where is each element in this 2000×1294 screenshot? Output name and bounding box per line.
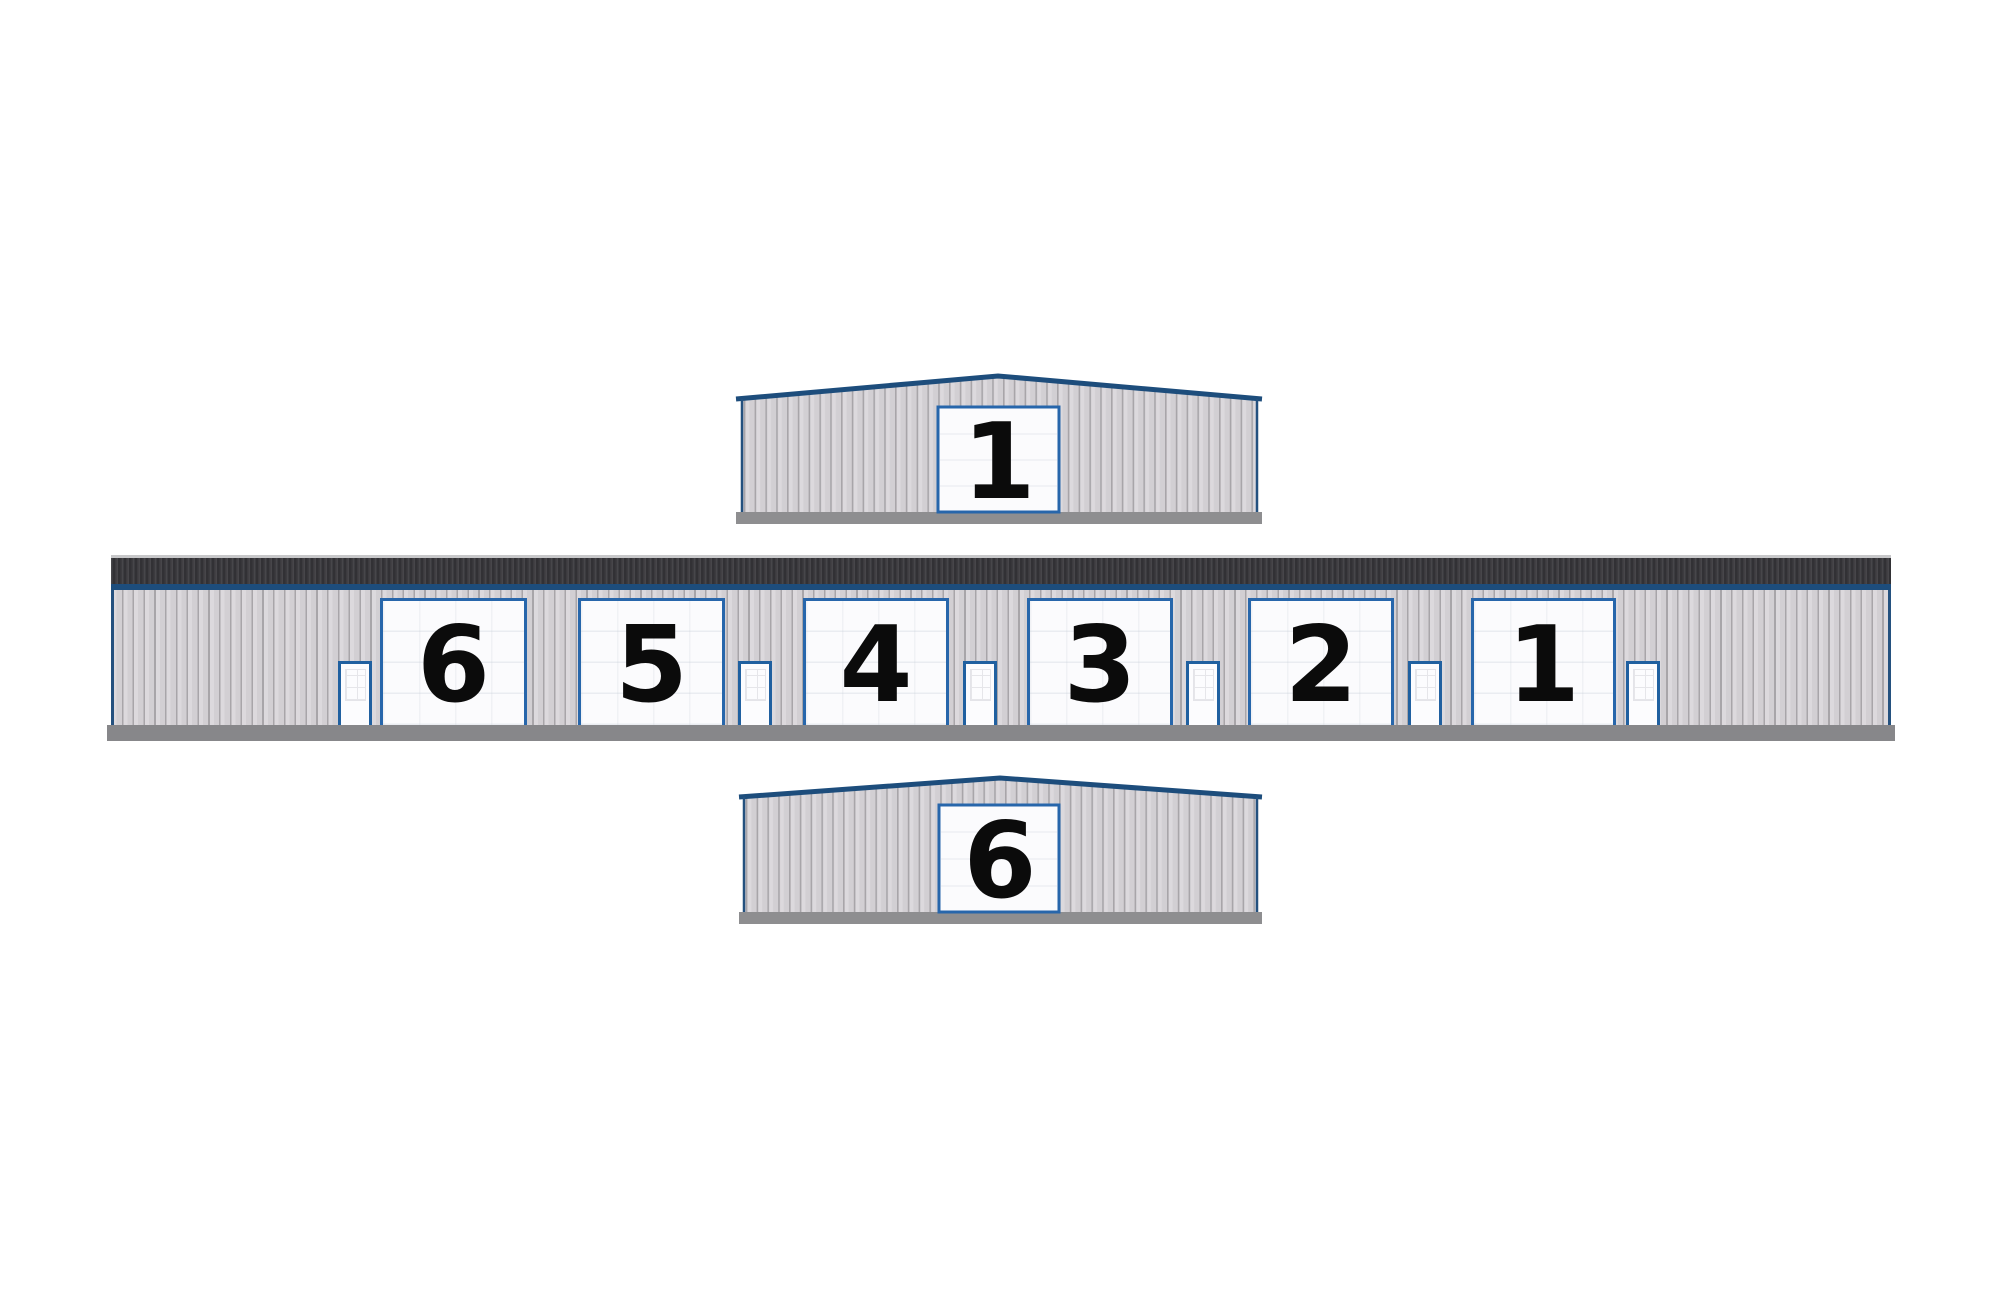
gable-roofline	[738, 775, 1263, 800]
entry-door	[338, 661, 372, 725]
door-window-grid	[970, 669, 991, 701]
rollup-door-unit-6: 6	[380, 598, 527, 725]
door-number: 3	[1063, 603, 1137, 726]
rollup-door-unit-3: 3	[1027, 598, 1173, 725]
roof-band	[111, 558, 1891, 584]
door-number: 4	[839, 603, 913, 726]
entry-door	[1408, 661, 1442, 725]
side-wall	[111, 590, 1891, 725]
gable-roofline	[735, 373, 1263, 402]
rollup-door-unit-4: 4	[803, 598, 949, 725]
rollup-door-unit-2: 2	[1248, 598, 1394, 725]
door-panel-lines	[941, 831, 1057, 887]
rollup-door-unit-1: 1	[1471, 598, 1616, 725]
roof-ridge-line	[111, 555, 1891, 558]
foundation	[107, 725, 1895, 741]
foundation	[739, 912, 1262, 924]
building-end-elevation-bottom: 6	[738, 775, 1263, 924]
corner-trim-right	[1888, 590, 1891, 725]
door-number: 1	[962, 401, 1035, 523]
door-number: 6	[963, 800, 1036, 922]
door-panel-lines	[940, 433, 1057, 487]
door-number: 6	[416, 603, 491, 726]
eave-trim	[111, 584, 1891, 590]
building-end-elevation-top: 1	[735, 373, 1263, 524]
door-number: 1	[1506, 603, 1581, 726]
door-number: 2	[1284, 603, 1358, 726]
foundation	[736, 512, 1262, 524]
rollup-door-unit-5: 5	[578, 598, 725, 725]
entry-door	[963, 661, 997, 725]
door-window-grid	[1415, 669, 1436, 701]
entry-door	[1626, 661, 1660, 725]
corner-trim-left	[111, 590, 114, 725]
door-window-grid	[345, 669, 366, 701]
door-window-grid	[1193, 669, 1214, 701]
door-number: 5	[614, 603, 689, 726]
entry-door	[1186, 661, 1220, 725]
entry-door	[738, 661, 772, 725]
door-window-grid	[745, 669, 766, 701]
door-window-grid	[1633, 669, 1654, 701]
